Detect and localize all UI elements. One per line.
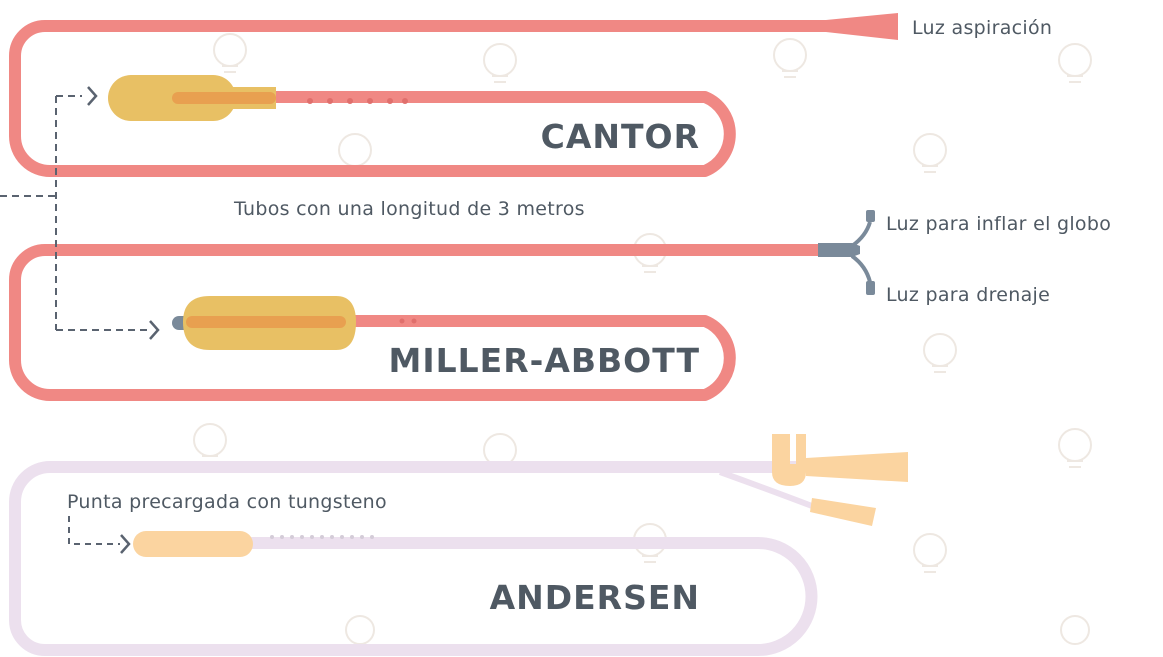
andersen-branch bbox=[718, 469, 814, 509]
andersen-tube-group: Punta precargada con tungsteno ANDERSEN bbox=[9, 434, 908, 656]
andersen-connector-clip bbox=[772, 434, 806, 486]
miller-abbott-balloon-lumen-label: Luz para inflar el globo bbox=[886, 213, 1111, 235]
watermark-pattern bbox=[193, 33, 1092, 645]
miller-abbott-tube bbox=[9, 244, 820, 401]
andersen-tip-note: Punta precargada con tungsteno bbox=[67, 491, 387, 513]
cantor-tube bbox=[9, 20, 830, 177]
cantor-tube-perforations bbox=[307, 98, 408, 104]
miller-abbott-balloon-core bbox=[186, 316, 346, 328]
andersen-title: ANDERSEN bbox=[490, 578, 700, 617]
miller-abbott-title: MILLER-ABBOTT bbox=[389, 341, 701, 380]
andersen-arrowhead bbox=[120, 534, 131, 554]
pointer-arrows bbox=[0, 86, 160, 340]
andersen-tip bbox=[133, 531, 253, 557]
cantor-aspiration-label: Luz aspiración bbox=[912, 17, 1052, 39]
miller-abbott-perforations bbox=[399, 318, 417, 324]
andersen-tungsten-dots bbox=[270, 535, 374, 539]
length-note: Tubos con una longitud de 3 metros bbox=[233, 198, 585, 220]
miller-abbott-balloon-port bbox=[866, 210, 875, 222]
andersen-connector-side bbox=[810, 498, 876, 526]
miller-abbott-connector bbox=[818, 243, 860, 257]
miller-abbott-balloon-branch bbox=[850, 221, 872, 248]
andersen-connector-main bbox=[806, 452, 908, 482]
cantor-balloon-core bbox=[172, 92, 276, 104]
cantor-tube-group: CANTOR Luz aspiración bbox=[9, 13, 1052, 177]
cantor-arrowhead bbox=[87, 86, 98, 106]
miller-abbott-drain-port bbox=[866, 281, 875, 295]
pointer-line-main bbox=[0, 95, 150, 331]
cantor-funnel bbox=[826, 13, 898, 40]
miller-abbott-arrowhead bbox=[149, 320, 160, 340]
miller-abbott-drain-lumen-label: Luz para drenaje bbox=[886, 284, 1050, 306]
miller-abbott-drain-branch bbox=[850, 254, 872, 283]
andersen-pointer-line bbox=[68, 516, 120, 545]
andersen-tube bbox=[9, 461, 818, 656]
cantor-title: CANTOR bbox=[541, 117, 700, 156]
miller-abbott-tube-group: MILLER-ABBOTT Luz para inflar el globo L… bbox=[9, 210, 1111, 401]
